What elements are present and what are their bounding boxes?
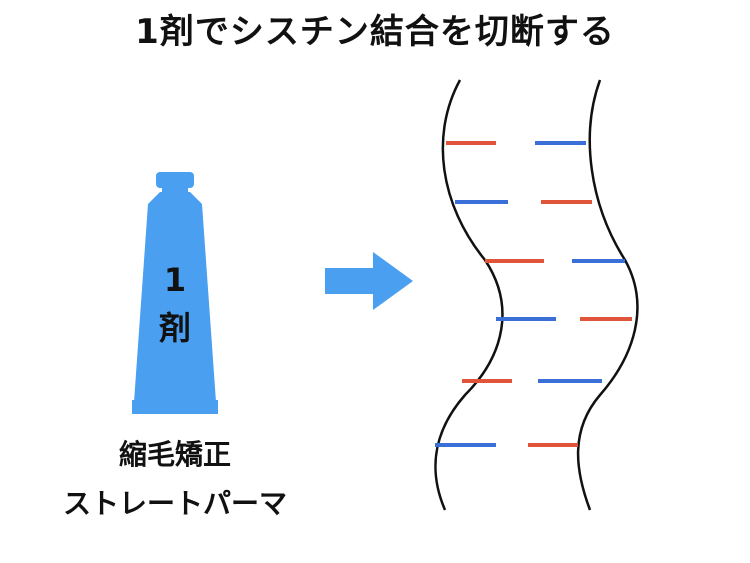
tube-crimp (132, 400, 218, 414)
tube-cap (156, 172, 194, 188)
tube-body (134, 192, 216, 402)
right-strand-line (576, 79, 639, 511)
tube-label-kanji: 剤 (158, 309, 191, 347)
diagram-title: 1剤でシスチン結合を切断する (135, 12, 615, 52)
hair-strand-diagram (434, 79, 639, 511)
tube-neck (162, 186, 188, 192)
product-name-line1: 縮毛矯正 (118, 438, 231, 471)
left-strand-line (434, 79, 504, 511)
tube-icon (132, 172, 218, 414)
tube-label-number: 1 (163, 261, 187, 299)
agent-1-tube: 1 剤 (130, 170, 220, 420)
right-arrow-icon (325, 252, 413, 310)
product-name-line2: ストレートパーマ (62, 487, 287, 520)
